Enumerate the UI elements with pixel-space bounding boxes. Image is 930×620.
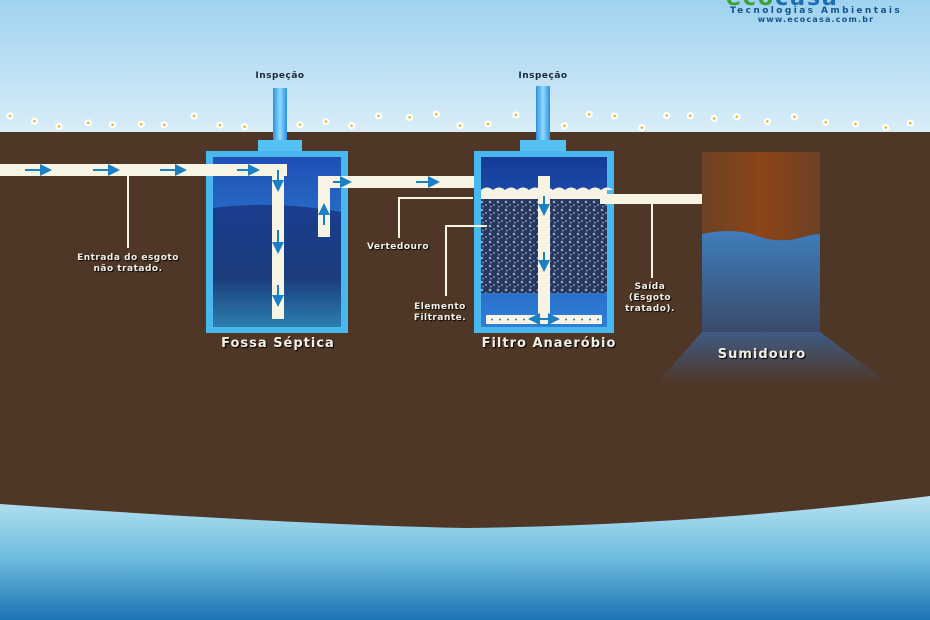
- daisy-icon: [560, 122, 569, 130]
- label-anaerobic-filter: Filtro Anaeróbio: [481, 336, 617, 351]
- label-sink: Sumidouro: [717, 347, 807, 362]
- label-filter-element-line1: Elemento: [414, 302, 466, 312]
- perforation-dot: [573, 318, 575, 321]
- daisy-icon: [851, 120, 860, 128]
- daisy-icon: [216, 121, 224, 129]
- logo-brand: ecocasa: [726, 0, 839, 11]
- perforation-dot: [565, 318, 567, 321]
- label-weir: Vertedouro: [366, 242, 430, 252]
- outlet-pipe: [600, 194, 702, 204]
- label-inspection-filter: Inspeção: [518, 71, 568, 81]
- filter-element-leader-line: [445, 225, 487, 296]
- label-inlet-line2: não tratado.: [93, 263, 163, 274]
- label-inlet: Entrada do esgoto não tratado.: [66, 253, 190, 275]
- daisy-icon: [763, 117, 771, 125]
- daisy-icon: [137, 120, 145, 128]
- daisy-icon: [30, 117, 39, 125]
- daisy-icon: [405, 113, 414, 121]
- daisy-icon: [347, 122, 356, 130]
- logo-tagline: Tecnologias Ambientais: [729, 6, 903, 16]
- daisy-icon: [456, 121, 464, 130]
- daisy-icon: [686, 112, 694, 120]
- label-outlet-line3: tratado).: [625, 303, 675, 314]
- daisy-icon: [484, 120, 492, 128]
- label-outlet-line2: (Esgoto: [628, 292, 672, 303]
- label-outlet-line1: Saída: [634, 282, 666, 292]
- daisy-icon: [55, 122, 63, 130]
- label-filter-element-line2: Filtrante.: [413, 312, 467, 323]
- daisy-icon: [190, 112, 198, 120]
- perforation-dot: [515, 318, 517, 321]
- daisy-icon: [882, 123, 890, 132]
- daisy-icon: [84, 119, 92, 127]
- daisy-icon: [822, 118, 830, 126]
- perforation-dot: [597, 318, 599, 321]
- sink-pit: [656, 152, 890, 384]
- daisy-icon: [240, 123, 249, 131]
- daisy-icon: [906, 119, 914, 127]
- weir-leader-line: [398, 197, 473, 238]
- flowers-layer: [6, 110, 914, 132]
- anaerobic-filter: [474, 86, 614, 333]
- daisy-icon: [108, 121, 117, 129]
- daisy-icon: [790, 113, 799, 121]
- logo: ecocasa Tecnologias Ambientais www.ecoca…: [716, 0, 916, 24]
- daisy-icon: [322, 117, 330, 126]
- sky: [0, 0, 930, 140]
- daisy-icon: [375, 112, 383, 120]
- daisy-icon: [585, 110, 593, 118]
- daisy-icon: [638, 124, 646, 132]
- perforation-dot: [523, 318, 525, 321]
- perforation-dot: [581, 318, 583, 321]
- logo-url: www.ecocasa.com.br: [757, 15, 875, 24]
- daisy-icon: [733, 113, 741, 121]
- daisy-icon: [512, 111, 520, 119]
- perforation-dot: [507, 318, 509, 321]
- label-inlet-line1: Entrada do esgoto: [77, 253, 179, 263]
- daisy-icon: [6, 112, 14, 120]
- daisy-icon: [611, 112, 619, 120]
- label-inspection-septic: Inspeção: [255, 71, 305, 81]
- label-outlet: Saída (Esgoto tratado).: [618, 282, 682, 314]
- daisy-icon: [710, 114, 718, 122]
- daisy-icon: [432, 110, 440, 118]
- groundwater: [0, 496, 930, 620]
- label-septic-tank: Fossa Séptica: [221, 336, 335, 351]
- perforation-dot: [499, 318, 501, 321]
- daisy-icon: [160, 121, 168, 129]
- perforation-dot: [589, 318, 591, 321]
- perforation-dot: [491, 318, 493, 321]
- label-filter-element: Elemento Filtrante.: [408, 302, 472, 324]
- daisy-icon: [663, 111, 671, 120]
- logo-brand-eco: eco: [726, 0, 775, 11]
- daisy-icon: [296, 121, 304, 129]
- logo-brand-casa: casa: [775, 0, 839, 11]
